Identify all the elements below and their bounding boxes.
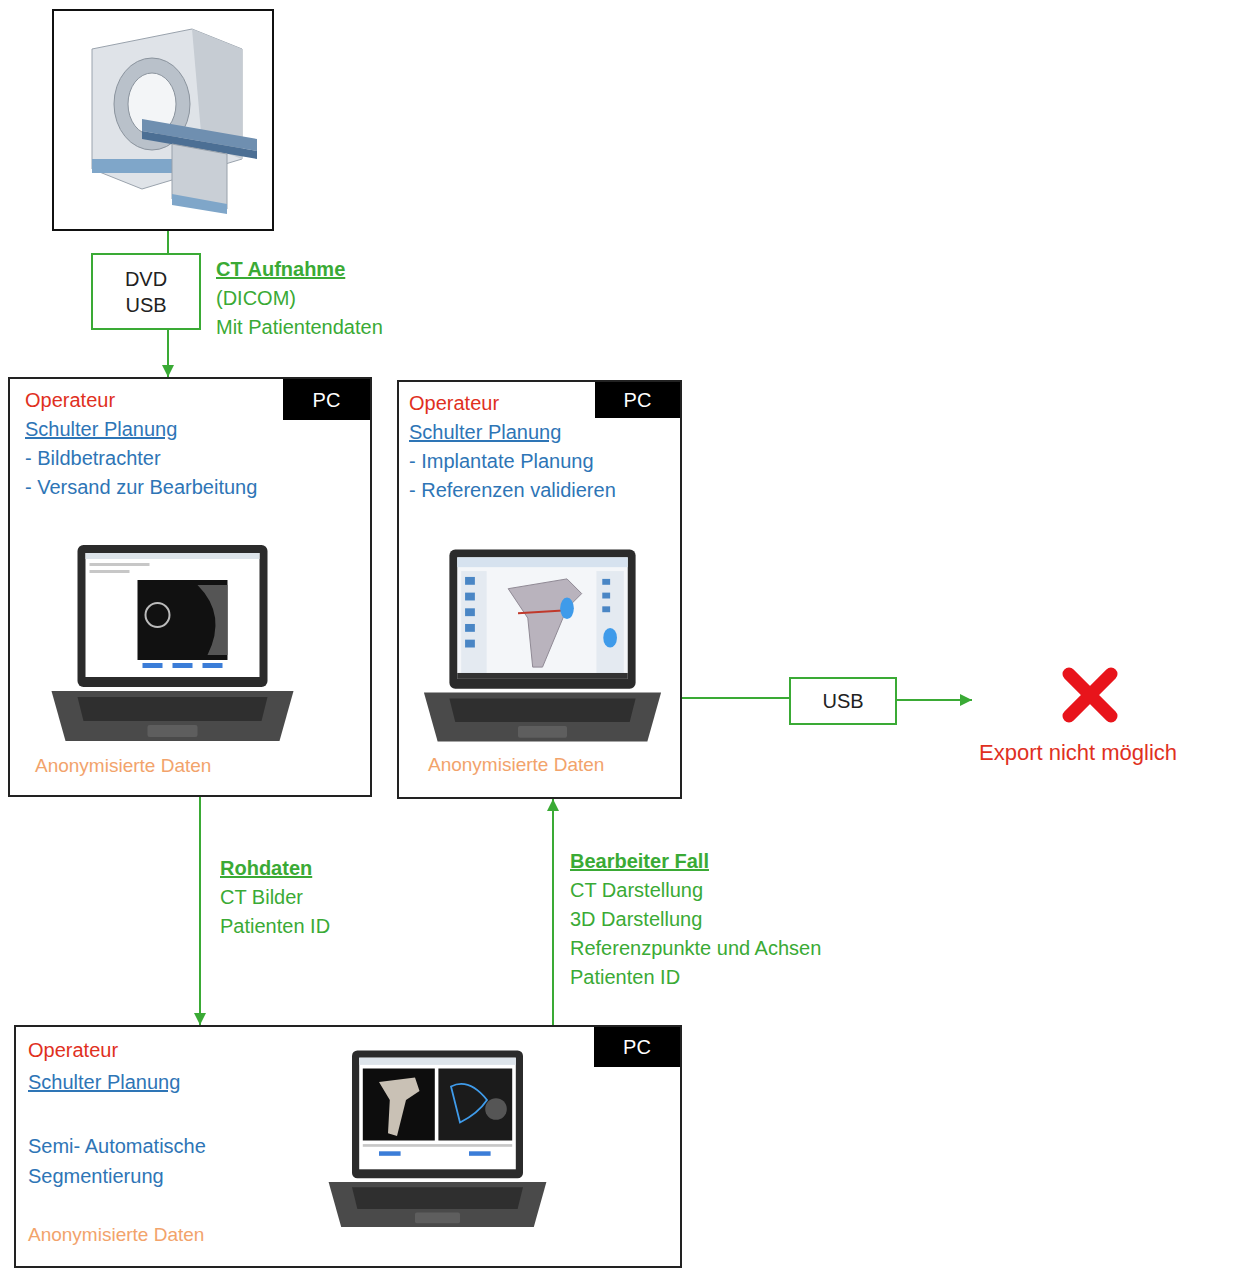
- pc-station: OperateurSchulter Planung - Implantate Pl…: [397, 380, 682, 799]
- usb-box: USB: [789, 677, 897, 725]
- pc-tag: PC: [624, 387, 652, 413]
- laptop-image-viewer: [45, 545, 300, 745]
- pc-tab: PC: [595, 382, 680, 418]
- flow-note: Referenzpunkte und Achsen: [570, 935, 821, 961]
- flow-arrow: [167, 330, 169, 377]
- flow-note: (DICOM): [216, 285, 296, 311]
- export-note: Export nicht möglich: [979, 740, 1177, 766]
- flow-arrow: [682, 697, 789, 699]
- function-item: - Implantate Planung: [409, 448, 594, 474]
- flow-note: CT Darstellung: [570, 877, 703, 903]
- pc-station: OperateurSchulter PlanungSemi- Automatis…: [14, 1025, 682, 1268]
- pc-tag: PC: [623, 1034, 651, 1060]
- media-label: DVD USB: [121, 266, 171, 318]
- role-heading: Operateur: [25, 387, 115, 413]
- flow-note: Mit Patientendaten: [216, 314, 383, 340]
- pc-station: OperateurSchulter Planung - Bildbetrachte…: [8, 377, 372, 797]
- role-heading: Operateur: [28, 1037, 118, 1063]
- ct-scanner: [52, 9, 274, 231]
- pc-tag: PC: [313, 387, 341, 413]
- function-item: - Versand zur Bearbeitung: [25, 474, 257, 500]
- pc-tab: PC: [594, 1027, 680, 1067]
- flow-heading: CT Aufnahme: [216, 256, 345, 282]
- laptop-segmentation: [325, 1038, 550, 1243]
- module-title: Schulter Planung: [28, 1069, 180, 1095]
- module-title: Schulter Planung: [409, 419, 561, 445]
- function-item: Semi- Automatische Segmentierung: [28, 1131, 258, 1191]
- data-note: Anonymisierte Daten: [28, 1222, 204, 1248]
- blocked-export: Export nicht möglich: [972, 666, 1228, 786]
- role-heading: Operateur: [409, 390, 499, 416]
- flow-note: Patienten ID: [570, 964, 680, 990]
- data-note: Anonymisierte Daten: [428, 752, 604, 778]
- function-item: - Referenzen validieren: [409, 477, 616, 503]
- flow-note: CT Bilder: [220, 884, 303, 910]
- flow-arrow: [552, 799, 554, 1025]
- module-title: Schulter Planung: [25, 416, 177, 442]
- flow-heading: Bearbeiter Fall: [570, 848, 709, 874]
- flow-arrow: [199, 797, 201, 1025]
- cable-line: [167, 231, 169, 253]
- laptop-implant-planning: [420, 545, 665, 750]
- function-item: - Bildbetrachter: [25, 445, 161, 471]
- flow-arrow: [897, 699, 972, 701]
- flow-heading: Rohdaten: [220, 855, 312, 881]
- usb-label: USB: [822, 688, 863, 714]
- flow-note: 3D Darstellung: [570, 906, 702, 932]
- cross-mark: [972, 666, 1228, 786]
- data-note: Anonymisierte Daten: [35, 753, 211, 779]
- media-box: DVD USB: [91, 253, 201, 330]
- pc-tab: PC: [283, 379, 370, 420]
- flow-note: Patienten ID: [220, 913, 330, 939]
